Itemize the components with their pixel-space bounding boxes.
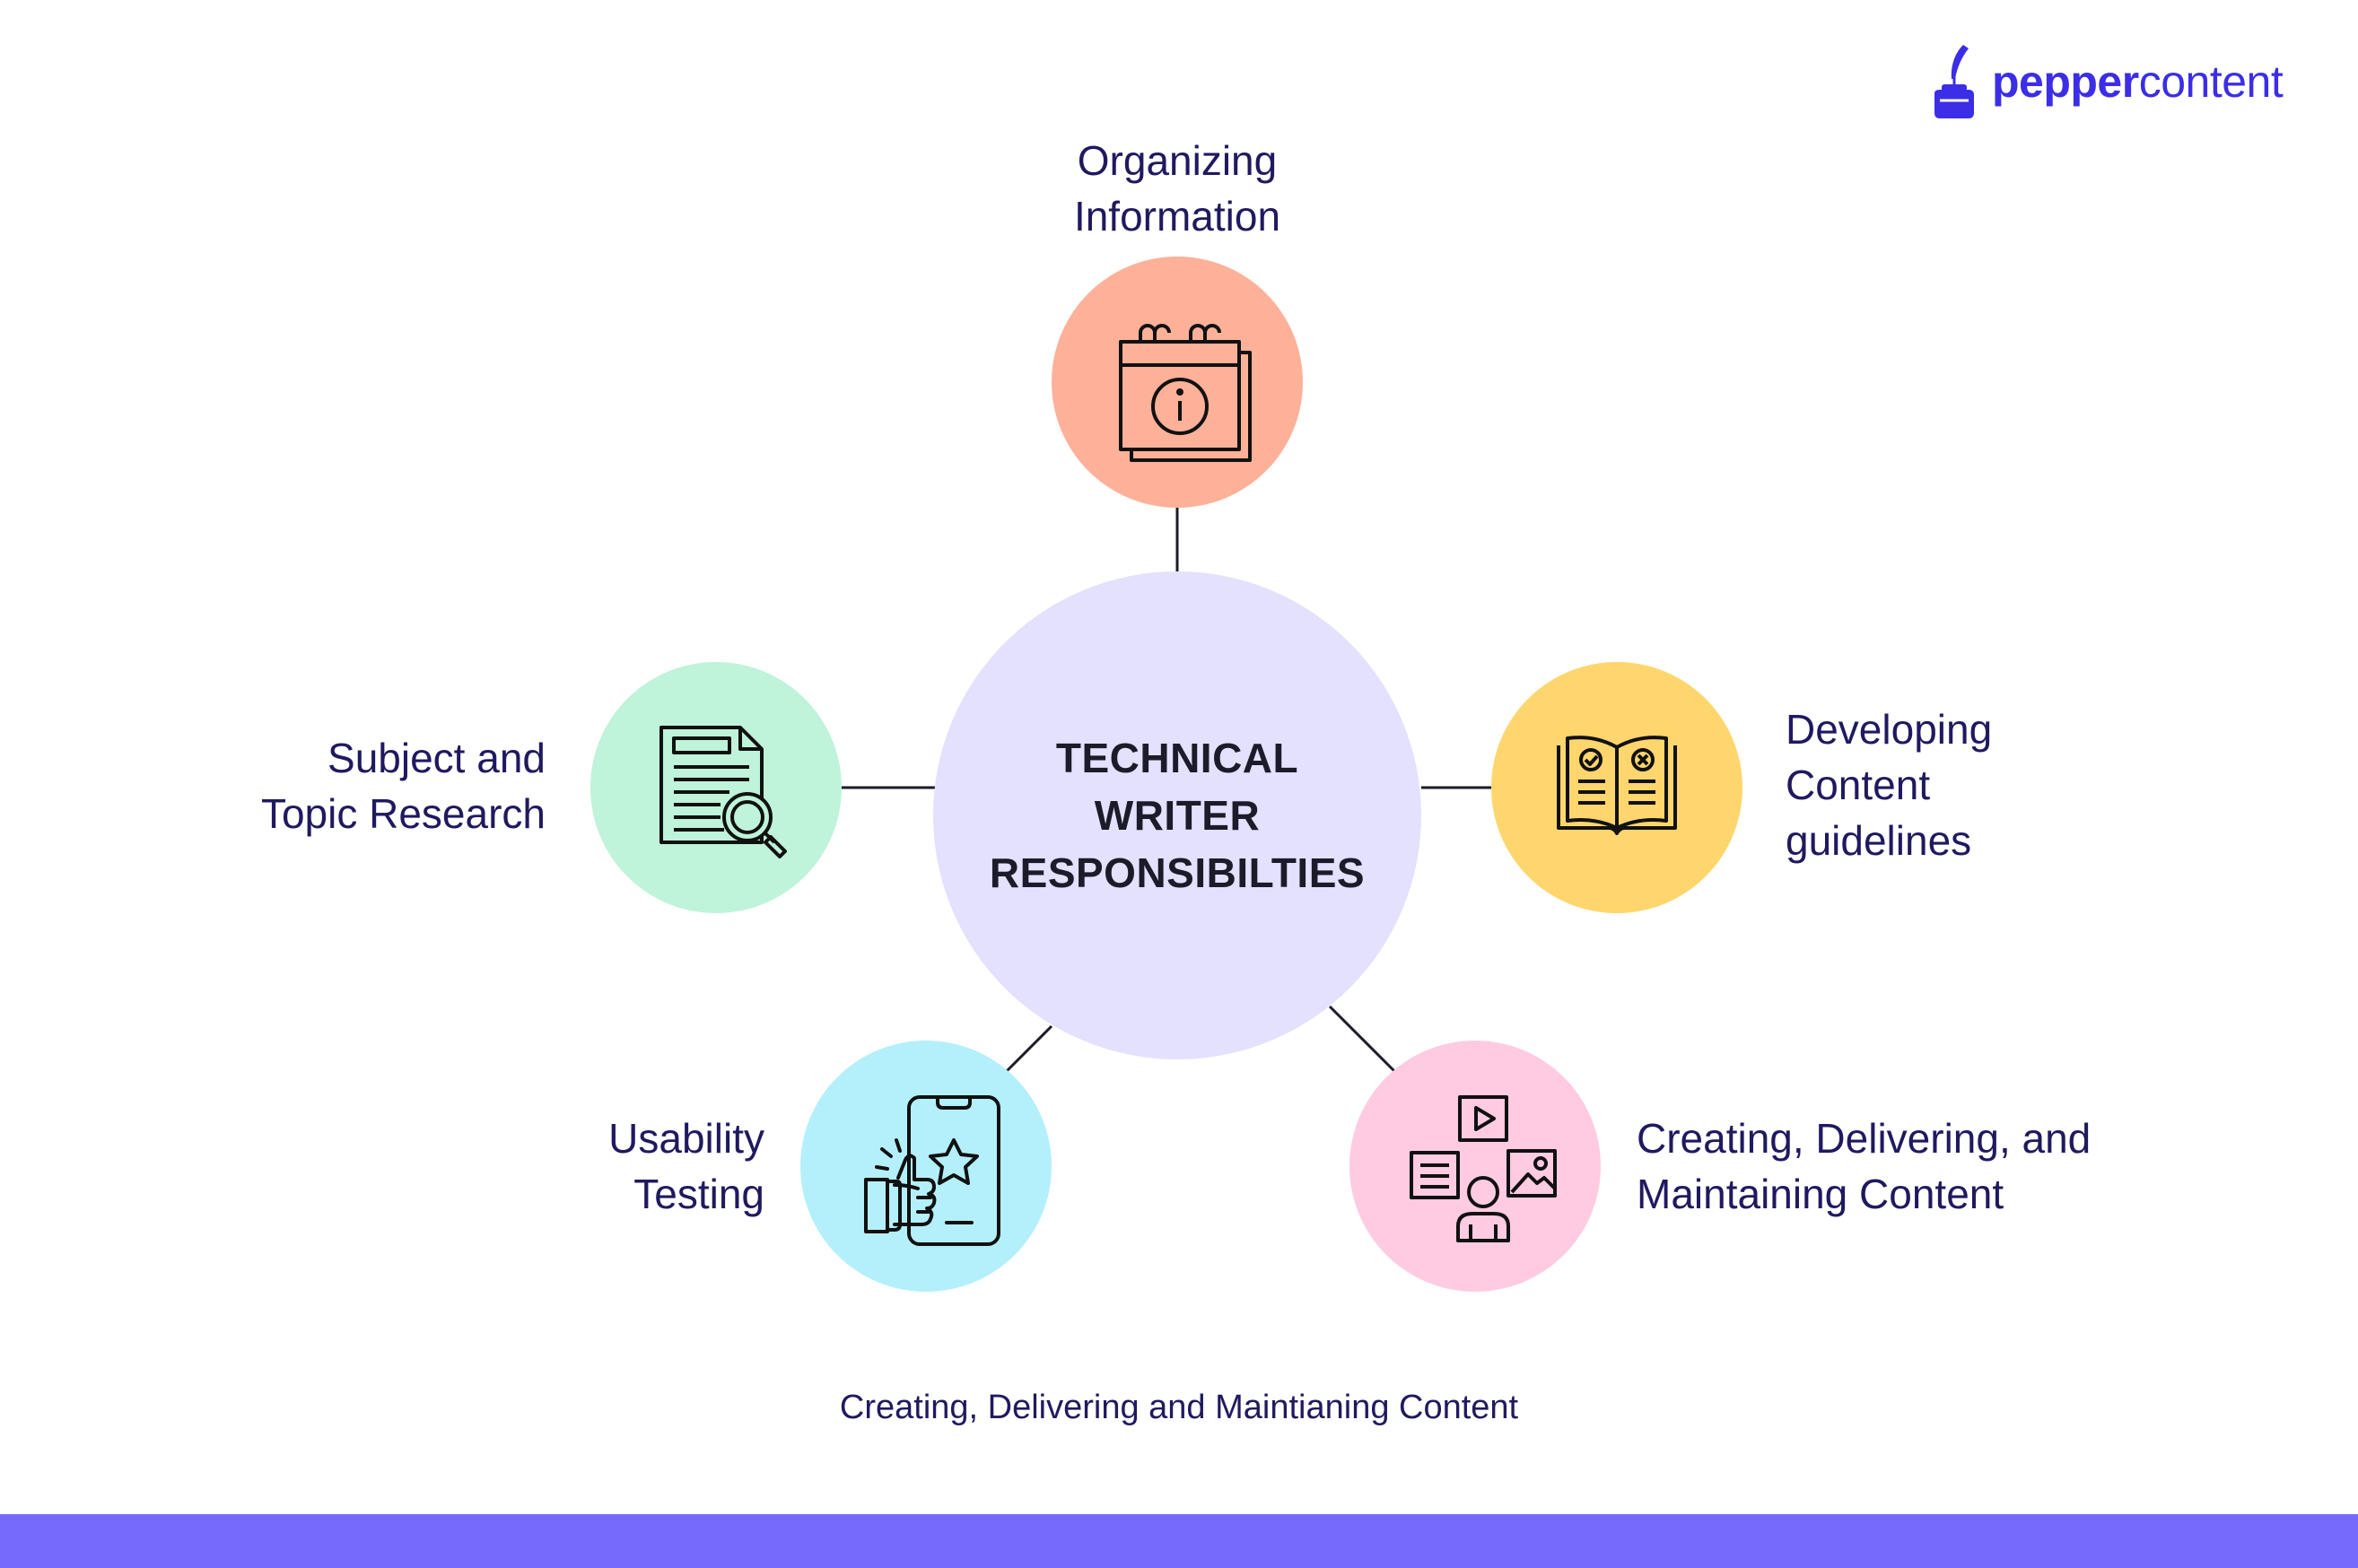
label-line: Content — [1786, 762, 1931, 808]
node-creating-delivering-maintaining — [1349, 1041, 1601, 1292]
node-organizing-information — [1052, 257, 1303, 508]
label-organizing-information: Organizing Information — [962, 133, 1393, 244]
label-line: guidelines — [1786, 817, 1972, 864]
phone-thumbs-up-icon — [864, 1095, 1000, 1246]
inkwell-quill-icon — [1934, 45, 1974, 118]
label-line: Subject and — [328, 735, 546, 781]
calendar-info-icon — [1119, 324, 1252, 462]
document-search-icon — [659, 726, 787, 858]
bottom-accent-bar — [0, 1514, 2358, 1568]
label-creating-delivering-maintaining: Creating, Delivering, and Maintaining Co… — [1637, 1111, 2283, 1222]
label-line: Testing — [633, 1171, 764, 1217]
label-line: Information — [1073, 193, 1281, 240]
label-line: Developing — [1786, 706, 1993, 753]
label-developing-content-guidelines: Developing Content guidelines — [1786, 701, 2288, 868]
center-title-line-2: WRITER — [1094, 792, 1261, 839]
label-line: Maintaining Content — [1637, 1171, 2004, 1217]
connector-bottom-right — [1328, 1005, 1396, 1073]
node-subject-topic-research — [590, 662, 842, 913]
node-developing-content-guidelines — [1491, 662, 1742, 913]
center-title-line-1: TECHNICAL — [1055, 735, 1299, 781]
diagram-caption: Creating, Delivering and Maintianing Con… — [839, 1389, 1519, 1426]
label-subject-topic-research: Subject and Topic Research — [162, 730, 546, 841]
logo-text-regular: content — [2138, 57, 2284, 107]
pepper-content-logo[interactable]: peppercontent — [1927, 41, 2284, 122]
center-circle: TECHNICAL WRITER RESPONSIBILTIES — [933, 571, 1421, 1059]
label-line: Usability — [608, 1115, 764, 1162]
center-title-line-3: RESPONSIBILTIES — [989, 849, 1366, 896]
open-book-checklist-icon — [1557, 736, 1677, 835]
multimedia-content-icon — [1410, 1095, 1557, 1242]
connector-bottom-left — [1005, 1024, 1053, 1073]
label-line: Topic Research — [260, 790, 546, 837]
label-line: Organizing — [1077, 137, 1278, 184]
logo-text-bold: pepper — [1992, 57, 2139, 107]
node-usability-testing — [800, 1041, 1052, 1292]
label-line: Creating, Delivering, and — [1637, 1115, 2092, 1162]
label-usability-testing: Usability Testing — [485, 1111, 764, 1222]
